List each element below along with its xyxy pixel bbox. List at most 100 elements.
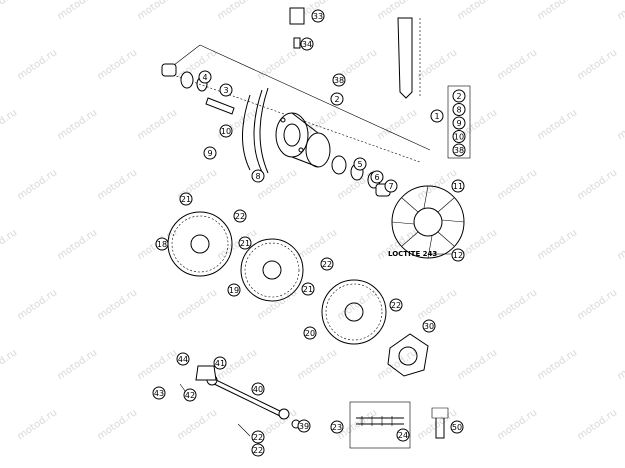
svg-text:10: 10 (454, 133, 464, 142)
group-bracket (447, 85, 471, 159)
callout-38: 38 (332, 73, 346, 87)
watermark-text: motod.ru (575, 167, 619, 202)
callout-21: 21 (301, 282, 315, 296)
svg-text:38: 38 (454, 146, 464, 155)
svg-text:21: 21 (181, 195, 191, 204)
chain-section (349, 401, 411, 449)
watermark-text: motod.ru (535, 107, 579, 142)
watermark-text: motod.ru (135, 0, 179, 22)
watermark-text: motod.ru (535, 347, 579, 382)
callout-21: 21 (179, 192, 193, 206)
svg-text:34: 34 (302, 40, 312, 49)
hub-spacers (161, 63, 391, 197)
callout-22: 22 (320, 257, 334, 271)
watermark-text: motod.ru (55, 0, 99, 22)
callout-50: 50 (450, 420, 464, 434)
callout-22: 22 (251, 430, 265, 444)
watermark-text: motod.ru (0, 347, 19, 382)
watermark-text: motod.ru (95, 407, 139, 442)
group-item-38: 38 (452, 143, 466, 157)
callout-39: 39 (297, 419, 311, 433)
svg-text:19: 19 (229, 286, 239, 295)
sprocket-20 (321, 279, 387, 345)
svg-text:30: 30 (424, 322, 434, 331)
watermark-text: motod.ru (415, 47, 459, 82)
group-item-9: 9 (452, 116, 466, 130)
svg-text:1: 1 (434, 112, 439, 121)
callout-11: 11 (451, 179, 465, 193)
watermark-text: motod.ru (375, 0, 419, 22)
svg-text:22: 22 (253, 433, 263, 442)
callout-18: 18 (155, 237, 169, 251)
callout-layer: 1234567891011121819202122232430333438394… (152, 9, 465, 457)
watermark-text: motod.ru (55, 347, 99, 382)
svg-text:44: 44 (178, 355, 188, 364)
callout-22: 22 (251, 443, 265, 457)
callout-43: 43 (152, 386, 166, 400)
callout-10: 10 (219, 124, 233, 138)
watermark-text: motod.ru (15, 407, 59, 442)
watermark-text: motod.ru (0, 227, 19, 262)
callout-3: 3 (219, 83, 233, 97)
svg-text:11: 11 (453, 182, 463, 191)
rim-segment (242, 87, 269, 174)
svg-text:4: 4 (202, 73, 207, 82)
watermark-text: motod.ru (0, 0, 19, 22)
watermark-text: motod.ru (295, 347, 339, 382)
callout-30: 30 (422, 319, 436, 333)
group-item-2: 2 (452, 89, 466, 103)
svg-text:8: 8 (255, 172, 260, 181)
loctite-note: LOCTITE 243 (388, 250, 437, 258)
svg-text:3: 3 (223, 86, 228, 95)
watermark-text: motod.ru (455, 0, 499, 22)
callout-44: 44 (176, 352, 190, 366)
watermark-text: motod.ru (295, 227, 339, 262)
svg-text:41: 41 (215, 359, 225, 368)
callout-12: 12 (451, 248, 465, 262)
svg-text:43: 43 (154, 389, 164, 398)
watermark-text: motod.ru (455, 347, 499, 382)
svg-text:21: 21 (240, 239, 250, 248)
callout-22: 22 (233, 209, 247, 223)
callout-6: 6 (370, 170, 384, 184)
svg-text:40: 40 (253, 385, 263, 394)
watermark-text: motod.ru (215, 0, 259, 22)
watermark-text: motod.ru (575, 287, 619, 322)
watermark-text: motod.ru (255, 47, 299, 82)
watermark-text: motod.ru (15, 167, 59, 202)
callout-22: 22 (389, 298, 403, 312)
watermark-text: motod.ru (375, 107, 419, 142)
watermark-layer: motod.ru motod.ru motod.ru motod.ru motod.ru… (0, 0, 625, 442)
tire-lever-tool (397, 17, 421, 99)
svg-text:39: 39 (299, 422, 309, 431)
svg-text:20: 20 (305, 329, 315, 338)
callout-8: 8 (251, 169, 265, 183)
wheel-hub (275, 112, 331, 168)
watermark-text: motod.ru (615, 227, 625, 262)
svg-text:23: 23 (332, 423, 342, 432)
watermark-text: motod.ru (335, 287, 379, 322)
svg-text:24: 24 (398, 431, 408, 440)
watermark-text: motod.ru (215, 227, 259, 262)
watermark-text: motod.ru (135, 107, 179, 142)
svg-text:33: 33 (313, 12, 323, 21)
callout-1: 1 (430, 109, 444, 123)
watermark-text: motod.ru (15, 47, 59, 82)
svg-text:22: 22 (235, 212, 245, 221)
callout-9: 9 (203, 146, 217, 160)
svg-text:5: 5 (357, 160, 362, 169)
watermark-text: motod.ru (215, 107, 259, 142)
brake-disc (391, 185, 465, 259)
watermark-text: motod.ru (95, 287, 139, 322)
svg-text:22: 22 (322, 260, 332, 269)
callout-33: 33 (311, 9, 325, 23)
callout-20: 20 (303, 326, 317, 340)
callout-5: 5 (353, 157, 367, 171)
svg-text:2: 2 (456, 92, 461, 101)
sprocket-19 (240, 238, 304, 302)
sprocket-18 (167, 211, 233, 277)
watermark-text: motod.ru (175, 407, 219, 442)
watermark-text: motod.ru (495, 287, 539, 322)
watermark-text: motod.ru (55, 227, 99, 262)
